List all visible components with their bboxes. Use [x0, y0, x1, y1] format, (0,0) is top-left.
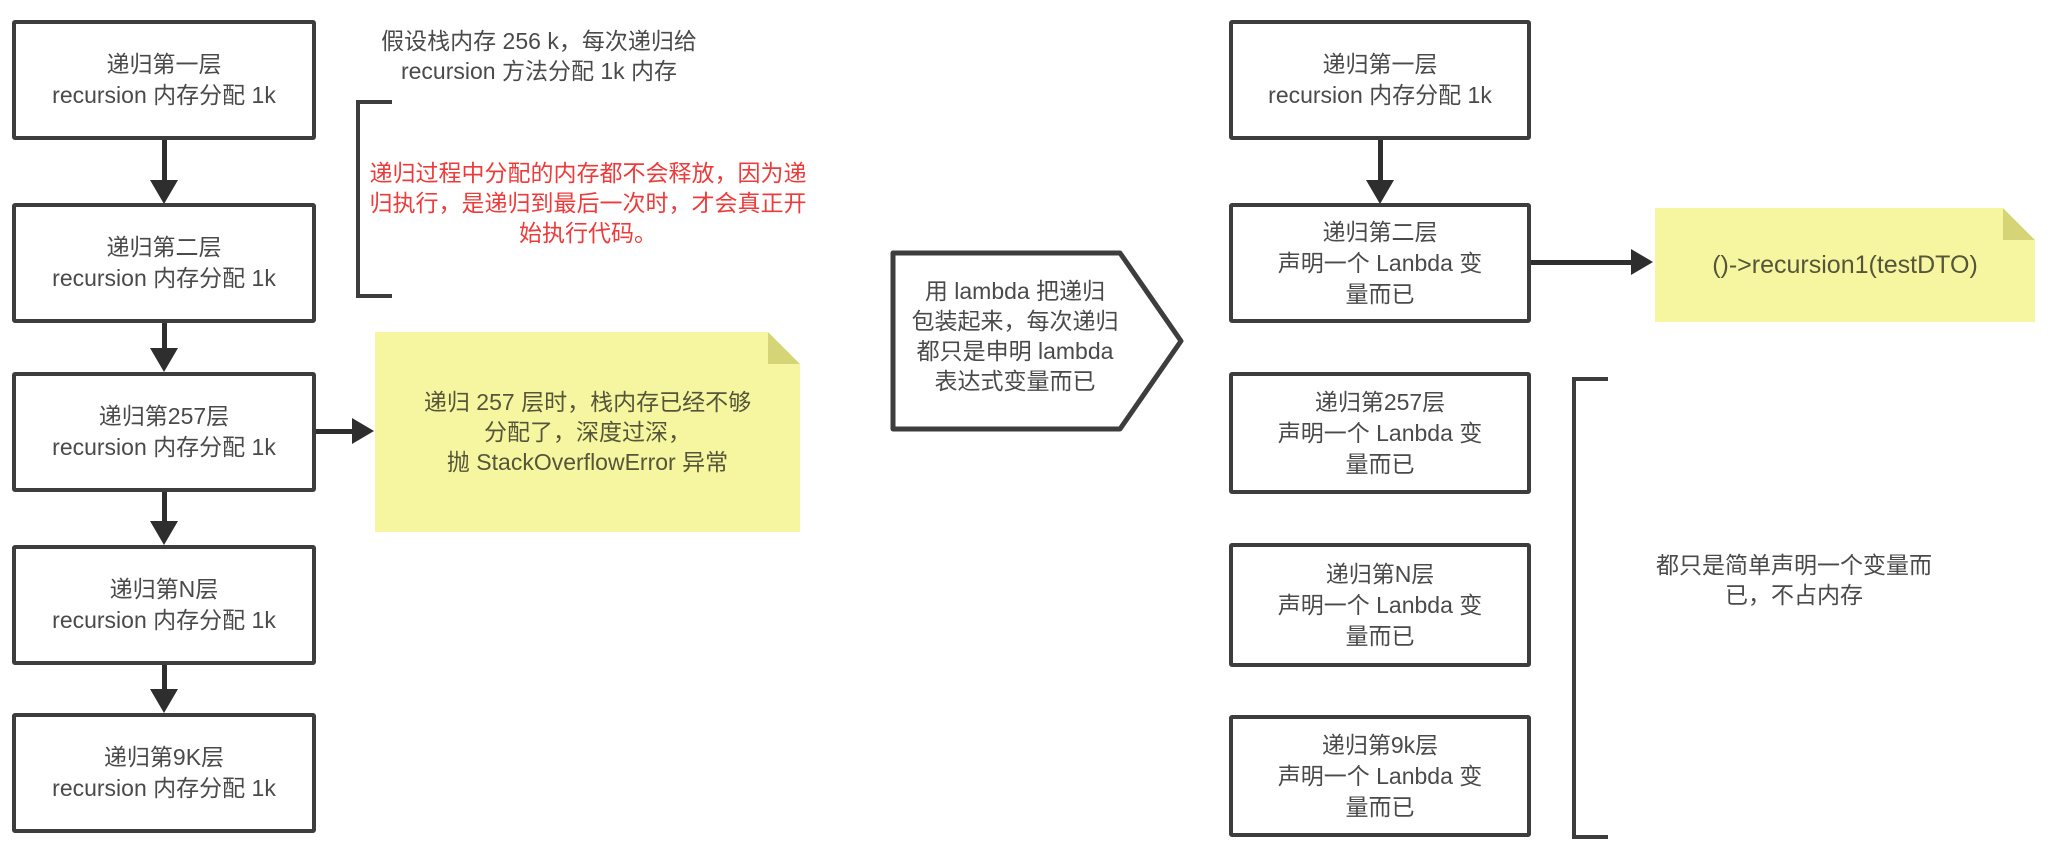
arrow-down-left-2-head-icon	[150, 348, 178, 372]
stack-overflow-sticky-note: 递归 257 层时，栈内存已经不够分配了，深度过深，抛 StackOverflo…	[375, 332, 800, 532]
right-box-level-2: 递归第二层声明一个 Lanbda 变量而已	[1229, 203, 1531, 323]
memory-not-released-note: 递归过程中分配的内存都不会释放，因为递归执行，是递归到最后一次时，才会真正开始执…	[369, 160, 807, 246]
arrow-down-left-4-head-icon	[150, 689, 178, 713]
arrow-right-overflow-head-icon	[352, 418, 374, 444]
lambda-expression-text: ()->recursion1(testDTO)	[1712, 251, 1978, 279]
arrow-right-lambda-head-icon	[1631, 249, 1653, 275]
sticky-note-fold-corner-icon	[2003, 208, 2035, 240]
arrow-right-overflow	[316, 429, 354, 434]
lambda-callout-shape	[890, 250, 1184, 432]
arrow-down-left-3-head-icon	[150, 521, 178, 545]
lambda-expression-sticky-note: ()->recursion1(testDTO)	[1655, 208, 2035, 322]
sticky-note-fold-corner-icon	[768, 332, 800, 364]
right-box-level-9k: 递归第9k层声明一个 Lanbda 变量而已	[1229, 715, 1531, 837]
stack-note-bracket	[356, 100, 392, 298]
right-box-level-257: 递归第257层声明一个 Lanbda 变量而已	[1229, 372, 1531, 494]
variable-only-note: 都只是简单声明一个变量而已，不占内存	[1656, 552, 1932, 608]
no-memory-bracket	[1572, 377, 1608, 839]
arrow-down-right-1	[1378, 140, 1383, 182]
arrow-down-left-1-head-icon	[150, 180, 178, 204]
stack-overflow-sticky-note-text: 递归 257 层时，栈内存已经不够分配了，深度过深，抛 StackOverflo…	[423, 389, 752, 475]
arrow-right-lambda	[1531, 260, 1633, 265]
arrow-down-left-1	[162, 140, 167, 182]
arrow-down-left-3	[162, 492, 167, 522]
arrow-down-left-2	[162, 323, 167, 349]
arrow-down-right-1-head-icon	[1366, 180, 1394, 204]
right-box-level-n: 递归第N层声明一个 Lanbda 变量而已	[1229, 543, 1531, 667]
arrow-down-left-4	[162, 665, 167, 690]
